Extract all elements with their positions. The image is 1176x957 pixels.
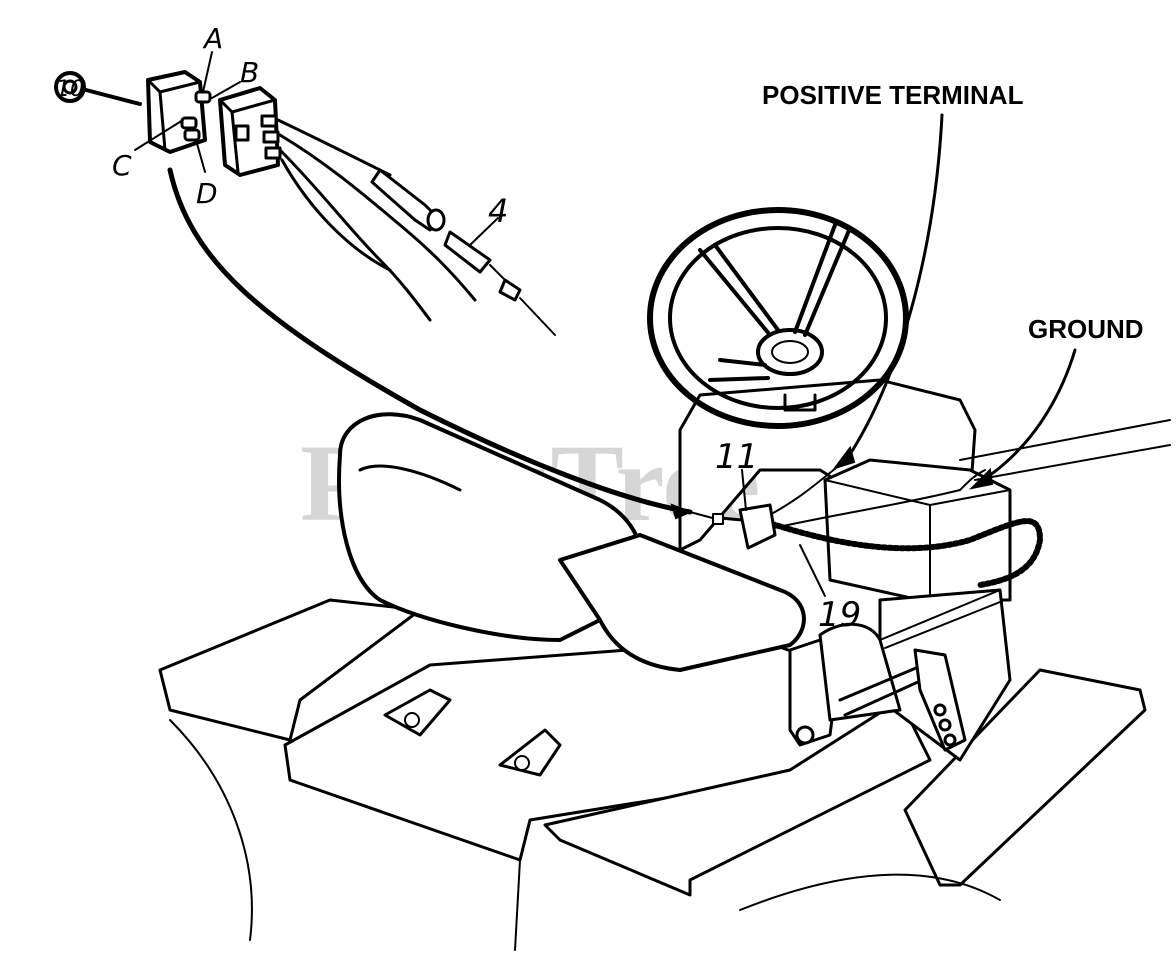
- seat: [337, 412, 806, 777]
- callout-part-10: 10: [56, 77, 84, 102]
- steering-wheel: [647, 207, 909, 429]
- callout-leaders: [134, 51, 1077, 597]
- callout-d: D: [196, 177, 218, 210]
- label-ground: GROUND: [1028, 314, 1144, 344]
- wiring-harness: [167, 167, 1043, 649]
- callout-b: B: [240, 56, 259, 89]
- callout-part-11: 11: [715, 437, 758, 477]
- callout-c: C: [112, 149, 132, 182]
- seat-switch-installed: [712, 503, 777, 550]
- callout-part-19: 19: [818, 595, 861, 635]
- callout-part-4: 4: [488, 192, 508, 230]
- label-positive-terminal: POSITIVE TERMINAL: [762, 80, 1024, 110]
- lift-actuator: [788, 622, 967, 752]
- callout-a: A: [202, 22, 223, 55]
- switch-exploded-view: [54, 70, 556, 336]
